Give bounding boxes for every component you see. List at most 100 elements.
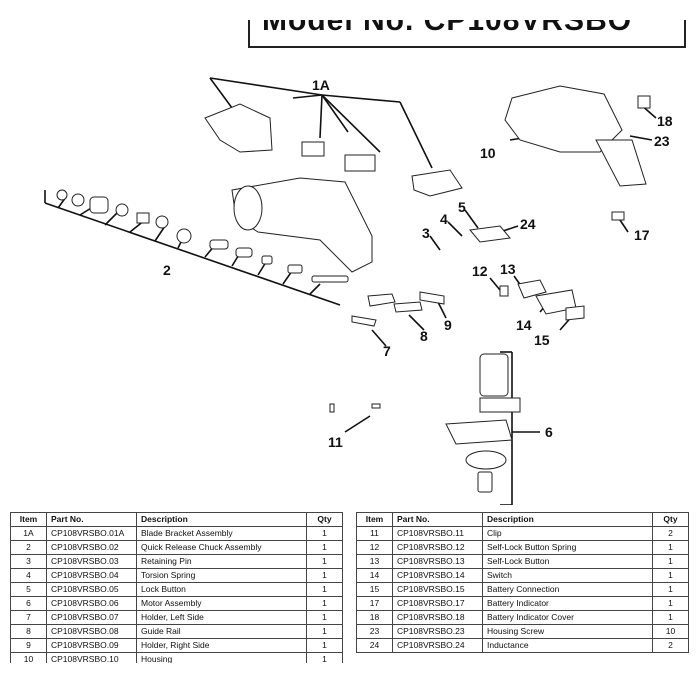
cell-item: 11 [356,526,393,541]
model-title: Model No. CP108VRSBO [262,20,633,37]
cell-description: Holder, Left Side [136,610,307,625]
cell-part-no: CP108VRSBO.09 [46,638,137,653]
cell-part-no: CP108VRSBO.13 [392,554,483,569]
col-header-description: Description [136,512,307,527]
cell-description: Retaining Pin [136,554,307,569]
cell-item: 18 [356,610,393,625]
cell-qty: 1 [652,554,689,569]
cell-qty: 10 [652,624,689,639]
cell-part-no: CP108VRSBO.02 [46,540,137,555]
right-housing-sketch [504,85,623,153]
col-header-qty: Qty [306,512,343,527]
callout-7: 7 [383,343,391,359]
cell-item: 8 [10,624,47,639]
cell-part-no: CP108VRSBO.18 [392,610,483,625]
cell-qty: 1 [306,582,343,597]
cell-qty: 1 [652,596,689,611]
blade-bracket-sketch [204,103,273,153]
table-header-row: Item Part No. Description Qty [356,512,689,527]
callout-9: 9 [444,317,452,333]
cell-qty: 1 [652,582,689,597]
cell-qty: 1 [306,624,343,639]
cell-qty: 1 [306,652,343,663]
cell-qty: 1 [306,540,343,555]
callout-12: 12 [472,263,488,279]
callout-4: 4 [440,211,448,227]
cell-item: 24 [356,638,393,653]
cell-part-no: CP108VRSBO.24 [392,638,483,653]
cell-description: Self-Lock Button [482,554,653,569]
cell-description: Housing [136,652,307,663]
cell-description: Torsion Spring [136,568,307,583]
cell-description: Battery Connection [482,582,653,597]
motor-sketch [479,353,509,397]
callout-17: 17 [634,227,650,243]
cell-qty: 1 [306,638,343,653]
model-title-box: Model No. CP108VRSBO [248,20,686,48]
part-sketches [56,85,651,493]
cell-part-no: CP108VRSBO.05 [46,582,137,597]
col-header-part: Part No. [46,512,137,527]
callout-8: 8 [420,328,428,344]
cell-item: 14 [356,568,393,583]
cell-part-no: CP108VRSBO.08 [46,624,137,639]
cell-item: 17 [356,596,393,611]
callout-14: 14 [516,317,532,333]
cell-item: 5 [10,582,47,597]
cell-qty: 1 [652,568,689,583]
cell-part-no: CP108VRSBO.12 [392,540,483,555]
cell-item: 4 [10,568,47,583]
callout-10: 10 [480,145,496,161]
callout-11: 11 [328,434,343,450]
cell-description: Lock Button [136,582,307,597]
cell-part-no: CP108VRSBO.14 [392,568,483,583]
cell-description: Quick Release Chuck Assembly [136,540,307,555]
col-header-item: Item [356,512,393,527]
lock-button-sketch [469,225,511,243]
cell-description: Blade Bracket Assembly [136,526,307,541]
cell-qty: 1 [652,610,689,625]
cell-item: 6 [10,596,47,611]
table-header-row: Item Part No. Description Qty [10,512,343,527]
cell-qty: 2 [652,638,689,653]
cell-description: Switch [482,568,653,583]
cell-item: 3 [10,554,47,569]
cell-qty: 1 [306,554,343,569]
cell-description: Housing Screw [482,624,653,639]
cell-qty: 2 [652,526,689,541]
cell-qty: 1 [306,526,343,541]
callout-24: 24 [520,216,536,232]
col-header-description: Description [482,512,653,527]
cell-qty: 1 [652,540,689,555]
cell-description: Inductance [482,638,653,653]
cell-part-no: CP108VRSBO.06 [46,596,137,611]
cell-part-no: CP108VRSBO.10 [46,652,137,663]
cell-item: 1A [10,526,47,541]
cell-item: 10 [10,652,47,663]
cell-description: Clip [482,526,653,541]
cell-item: 9 [10,638,47,653]
cell-qty: 1 [306,568,343,583]
cell-part-no: CP108VRSBO.04 [46,568,137,583]
cell-description: Battery Indicator [482,596,653,611]
cell-item: 7 [10,610,47,625]
cell-qty: 1 [306,610,343,625]
col-header-item: Item [10,512,47,527]
